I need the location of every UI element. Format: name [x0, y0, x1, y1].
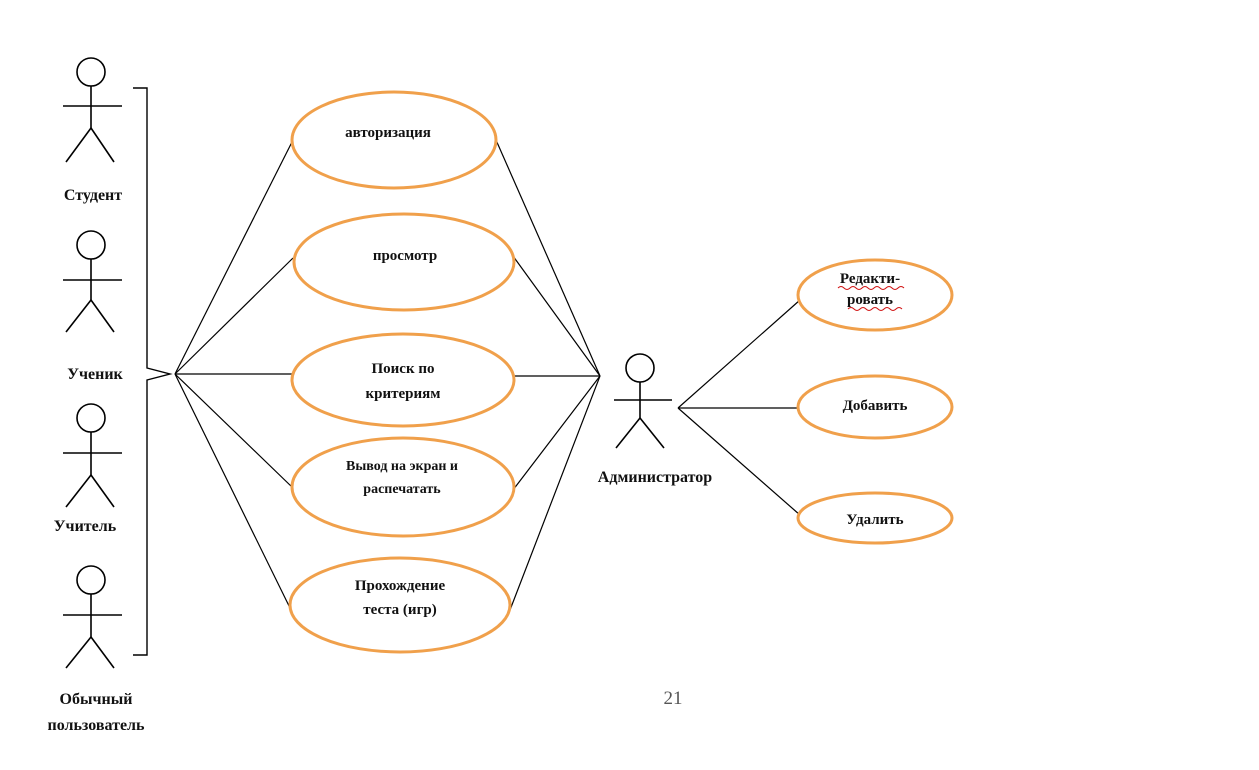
actor-head-icon: [625, 353, 655, 383]
use-case-label: теста (игр): [363, 602, 436, 618]
actor-head-icon: [76, 403, 106, 433]
use-case-add: Добавить: [796, 374, 954, 440]
actor-teacher: [63, 403, 122, 508]
use-case-label: Добавить: [843, 398, 908, 414]
use-case-auth: авторизация: [290, 90, 498, 190]
use-case-search: Поиск по критериям: [290, 332, 516, 428]
actor-label-pupil: Ученик: [67, 366, 123, 383]
actor-label-student: Студент: [64, 187, 122, 204]
use-case-delete: Удалить: [796, 491, 954, 545]
use-case-label: критериям: [366, 386, 441, 402]
actor-head-icon: [76, 230, 106, 260]
use-case-label: Редакти-: [840, 271, 900, 287]
use-case-print: Вывод на экран и распечатать: [290, 436, 516, 538]
actor-pupil: [63, 230, 122, 333]
actor-label-user-line1: Обычный: [60, 691, 133, 708]
use-case-label: Поиск по: [371, 361, 434, 377]
use-case-view: просмотр: [292, 212, 516, 312]
use-case-label: Прохождение: [355, 578, 446, 594]
use-case-label: авторизация: [345, 125, 431, 141]
actor-admin: [614, 353, 672, 449]
spellcheck-underline: [837, 286, 905, 311]
use-case-label: просмотр: [373, 248, 437, 264]
actor-student: [63, 57, 122, 163]
associations-right: [495, 139, 601, 611]
associations-left: [174, 139, 294, 613]
actor-label-teacher: Учитель: [54, 518, 117, 535]
actor-user: [63, 565, 122, 669]
actor-label-admin: Администратор: [598, 469, 712, 486]
use-case-label: распечатать: [363, 482, 441, 497]
associations-admin: [677, 299, 801, 516]
use-case-label: Удалить: [846, 512, 903, 528]
actor-group-bracket: [133, 87, 173, 656]
actor-head-icon: [76, 57, 106, 87]
actor-label-user-line2: пользователь: [47, 717, 145, 734]
actor-head-icon: [76, 565, 106, 595]
use-case-label: Вывод на экран и: [346, 459, 458, 474]
use-case-test: Прохождение теста (игр): [288, 556, 512, 654]
use-case-label: ровать: [847, 292, 893, 308]
page-number: 21: [664, 688, 683, 709]
use-case-edit: Редакти- ровать: [796, 258, 954, 332]
